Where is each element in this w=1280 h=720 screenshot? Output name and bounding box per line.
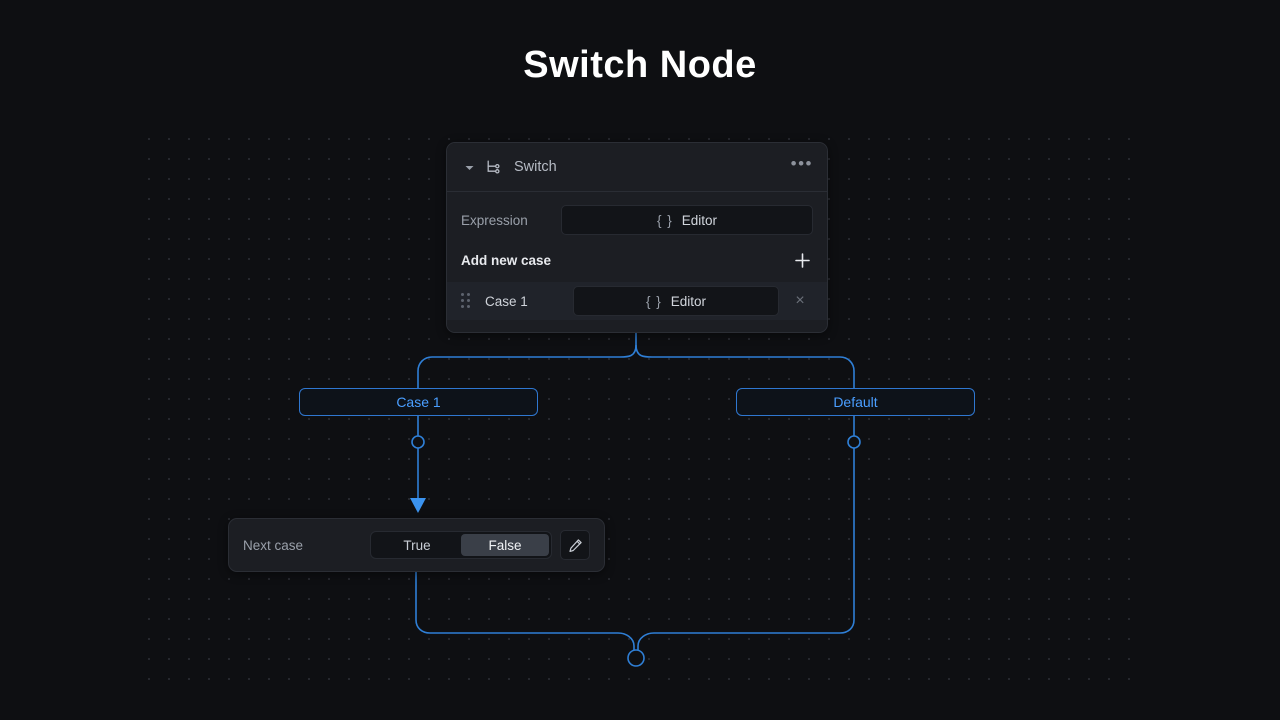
next-case-toggle[interactable]: True False	[370, 531, 552, 559]
branch-label-default[interactable]: Default	[736, 388, 975, 416]
expression-editor-button[interactable]: { } Editor	[561, 205, 813, 235]
remove-case-icon[interactable]: ×	[795, 292, 805, 309]
braces-icon: { }	[645, 293, 662, 309]
expression-editor-label: Editor	[681, 212, 718, 228]
add-case-plus-icon[interactable]	[791, 249, 813, 271]
add-new-case-row[interactable]: Add new case	[447, 240, 827, 280]
edge-to-default	[635, 344, 855, 388]
edge-handle-default	[847, 435, 861, 449]
edge-to-case1	[417, 344, 637, 388]
switch-node-body: Expression { } Editor Add new case Case …	[447, 200, 827, 332]
next-case-label: Next case	[243, 537, 304, 553]
toggle-option-true[interactable]: True	[403, 537, 431, 553]
drag-handle-icon[interactable]	[461, 293, 475, 309]
toggle-option-false[interactable]: False	[461, 534, 549, 556]
case-editor-label: Editor	[670, 293, 707, 309]
edge-default-to-merge	[637, 448, 855, 651]
case-row[interactable]: Case 1 { } Editor ×	[447, 282, 827, 320]
edge-nextcase-to-merge	[415, 572, 635, 651]
braces-icon: { }	[656, 212, 673, 228]
pencil-icon[interactable]	[560, 530, 590, 560]
expression-label: Expression	[461, 212, 528, 228]
edge-merge-handle	[627, 649, 645, 667]
expression-row: Expression { } Editor	[447, 200, 827, 240]
switch-node-title: Switch	[514, 159, 557, 175]
edge-arrowhead-case1	[410, 498, 426, 513]
add-new-case-label: Add new case	[461, 252, 552, 268]
next-case-node[interactable]: Next case True False	[228, 518, 605, 572]
edge-handle-case1	[411, 435, 425, 449]
case-label: Case 1	[485, 293, 528, 309]
branch-label-case1[interactable]: Case 1	[299, 388, 538, 416]
switch-branch-icon	[485, 158, 503, 176]
caret-down-icon[interactable]	[461, 159, 477, 175]
page-title: Switch Node	[523, 44, 757, 86]
node-menu-icon[interactable]: •••	[790, 153, 813, 173]
switch-node-header[interactable]: Switch •••	[447, 143, 827, 192]
switch-node[interactable]: Switch ••• Expression { } Editor Add new…	[446, 142, 828, 333]
case-editor-button[interactable]: { } Editor	[573, 286, 779, 316]
